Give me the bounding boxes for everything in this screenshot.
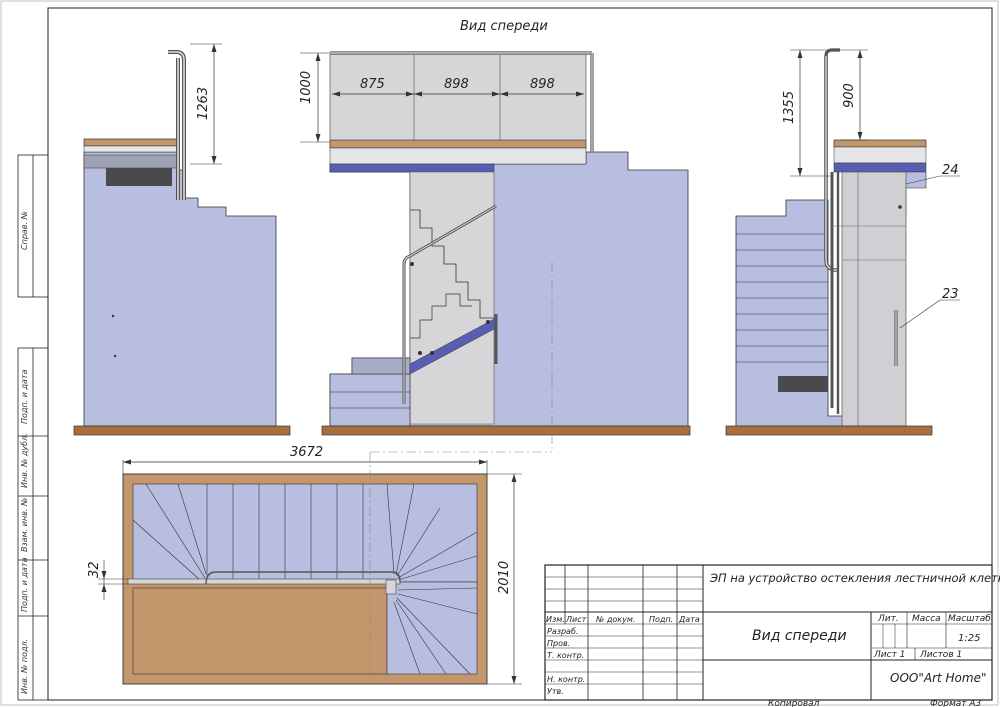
right-glass-door bbox=[841, 171, 907, 427]
stamp-podp-data-2: Подп. и дата bbox=[20, 557, 29, 612]
side-stamp bbox=[17, 154, 49, 701]
company-name: ООО"Art Home" bbox=[890, 671, 986, 685]
col-doc: № докум. bbox=[595, 615, 635, 624]
front-landing-board bbox=[329, 139, 587, 149]
label-format: Формат А3 bbox=[930, 699, 982, 707]
label-listov: Листов 1 bbox=[919, 650, 962, 660]
col-data: Дата bbox=[678, 615, 700, 624]
view-title: Вид спереди bbox=[460, 19, 548, 34]
dim-front-rail-height: 1000 bbox=[299, 71, 314, 104]
left-fixing bbox=[111, 314, 115, 318]
dim-front-panel-3: 898 bbox=[530, 77, 555, 92]
left-step-grey bbox=[83, 154, 179, 169]
label-lit: Лит. bbox=[877, 614, 899, 624]
callout-24: 24 bbox=[942, 163, 959, 178]
stamp-inv-dubl: Инв. № дубл. bbox=[20, 433, 29, 488]
col-izm: Изм. bbox=[546, 615, 565, 624]
scale-value: 1:25 bbox=[958, 633, 980, 644]
left-floor bbox=[73, 425, 291, 436]
plan-upper-steps bbox=[132, 483, 478, 583]
stamp-podp-data-1: Подп. и дата bbox=[20, 369, 29, 424]
front-floor bbox=[321, 425, 691, 436]
row-tkontr: Т. контр. bbox=[547, 651, 584, 660]
front-glass-top bbox=[329, 53, 587, 141]
dim-left-railing: 1263 bbox=[196, 87, 211, 120]
plan-view: 3672 2010 32 bbox=[87, 380, 553, 685]
dim-front-panel-1: 875 bbox=[360, 77, 385, 92]
right-landing-board bbox=[833, 139, 927, 148]
label-kopiroval: Копировал bbox=[768, 699, 820, 707]
left-side-view: 1263 bbox=[73, 43, 291, 436]
front-beam bbox=[329, 163, 495, 173]
col-list: Лист bbox=[565, 615, 587, 624]
right-floor bbox=[725, 425, 933, 436]
dim-plan-depth: 2010 bbox=[497, 561, 512, 594]
project-title: ЭП на устройство остекления лестничной к… bbox=[709, 571, 1000, 585]
right-side-view: 24 23 1355 900 bbox=[725, 48, 960, 436]
title-block bbox=[544, 564, 993, 701]
plan-lower-steps bbox=[386, 581, 478, 675]
row-nkontr: Н. контр. bbox=[547, 675, 585, 684]
col-podp: Подп. bbox=[649, 615, 673, 624]
row-prov: Пров. bbox=[547, 639, 570, 648]
left-step-dark bbox=[106, 168, 172, 186]
row-utv: Утв. bbox=[547, 687, 564, 696]
stamp-vzam-inv: Взам. инв. № bbox=[20, 498, 29, 552]
plan-landing-floor bbox=[132, 587, 388, 675]
row-razrab: Разраб. bbox=[547, 627, 578, 636]
front-lower-steps bbox=[329, 373, 411, 427]
stamp-inv-podl: Инв. № подл. bbox=[20, 639, 29, 694]
right-beam bbox=[833, 162, 927, 173]
label-massa: Масса bbox=[912, 614, 941, 624]
front-landing-edge bbox=[329, 147, 587, 165]
left-landing-edge bbox=[83, 145, 179, 153]
plan-handrail bbox=[127, 578, 401, 585]
stamp-sprav: Справ. № bbox=[20, 211, 29, 250]
left-landing-board bbox=[83, 138, 179, 147]
label-list: Лист 1 bbox=[873, 650, 905, 660]
front-view: Вид спереди 1000 bbox=[299, 19, 691, 436]
dim-front-panel-2: 898 bbox=[444, 77, 469, 92]
front-stair-glass bbox=[409, 171, 495, 425]
drawing-name: Вид спереди bbox=[752, 628, 847, 644]
dim-plan-offset: 32 bbox=[87, 561, 102, 578]
callout-23: 23 bbox=[942, 287, 959, 302]
dim-plan-width: 3672 bbox=[290, 445, 323, 460]
label-masshtab: Масштаб bbox=[948, 614, 991, 624]
dim-right-railing: 900 bbox=[842, 83, 857, 108]
dim-right-total: 1355 bbox=[782, 91, 797, 124]
front-step-profile bbox=[410, 209, 494, 319]
